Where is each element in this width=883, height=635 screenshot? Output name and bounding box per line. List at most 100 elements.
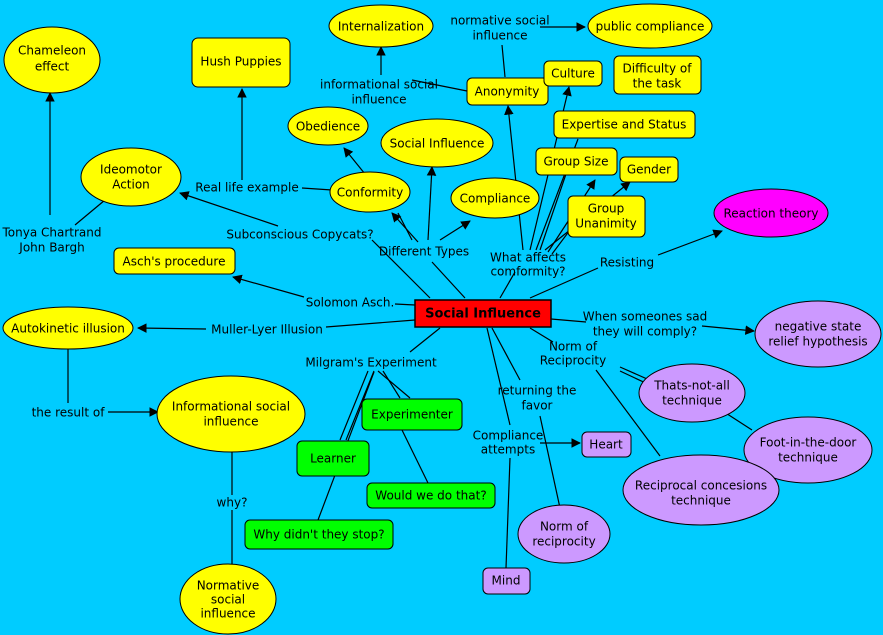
node-difficulty-text-2: the task <box>633 77 682 91</box>
node-internalization[interactable] <box>328 4 434 48</box>
node-thats-not-all[interactable] <box>638 363 746 423</box>
node-ideomotor-text-1: Ideomotor <box>100 163 162 177</box>
node-public-compliance[interactable] <box>587 3 713 49</box>
node-experimenter-text: Experimenter <box>371 408 453 422</box>
node-group-unanimity-text-2: Unanimity <box>575 217 637 231</box>
edge-milgram-experimenter-2 <box>382 370 401 399</box>
node-foot-in-door-text-1: Foot-in-the-door <box>760 436 857 450</box>
node-culture[interactable] <box>543 60 603 87</box>
node-negative-state-relief[interactable] <box>754 300 882 368</box>
node-difficulty-task[interactable] <box>613 55 702 95</box>
edge-center-whataffects <box>499 271 516 299</box>
node-compliance[interactable] <box>450 177 540 219</box>
node-social-influence-small[interactable] <box>380 118 494 168</box>
node-conformity[interactable] <box>329 171 411 213</box>
label-when-someones-1: When someones sad <box>583 310 708 324</box>
node-learner-text: Learner <box>310 452 356 466</box>
edge-whataffects-unanimity-2 <box>551 229 571 255</box>
node-social-influence-center[interactable] <box>414 299 552 328</box>
node-autokinetic-illusion[interactable] <box>2 306 134 350</box>
node-informational-social-influence[interactable] <box>156 375 306 453</box>
label-what-affects-1: What affects <box>490 251 566 265</box>
node-normative-social-influence[interactable] <box>179 563 277 635</box>
node-normative-text-2: social <box>211 593 245 607</box>
node-reciprocal-concessions[interactable] <box>622 454 780 526</box>
node-experimenter[interactable] <box>361 398 463 431</box>
node-normative-text-3: influence <box>200 607 255 621</box>
link-labels: normative social influence informational… <box>2 14 708 510</box>
label-what-affects-2: comformity? <box>490 265 565 279</box>
edge-returning-norm <box>539 415 561 509</box>
edge-whensad-negative <box>701 325 755 335</box>
label-tonya-1: Tonya Chartrand <box>2 226 102 240</box>
node-why-didnt-they-stop[interactable] <box>244 519 394 550</box>
edge-whataffects-anonymity <box>504 105 524 251</box>
edge-conformity-obedience <box>343 147 366 175</box>
node-gender[interactable] <box>619 156 679 183</box>
node-group-size[interactable] <box>535 147 618 176</box>
node-autokinetic-text: Autokinetic illusion <box>11 322 125 336</box>
node-would-we-do-that[interactable] <box>366 482 496 509</box>
edge-normlabel-reciprocal <box>595 369 661 457</box>
label-tonya-2: John Bargh <box>18 241 84 255</box>
label-norm-reciprocity-2: Reciprocity <box>540 354 606 368</box>
edge-center-milgram <box>409 327 441 353</box>
node-group-size-text: Group Size <box>544 155 609 169</box>
node-negative-state-text-2: relief hypothesis <box>768 335 867 349</box>
node-hush-puppies[interactable] <box>191 37 291 88</box>
node-norm-of-reciprocity[interactable] <box>517 504 611 564</box>
label-normative-social-2: influence <box>472 29 527 43</box>
edge-center-muller <box>325 319 416 328</box>
node-ideomotor-action[interactable] <box>80 147 182 207</box>
node-obedience[interactable] <box>287 106 369 146</box>
edge-different-compliance <box>439 220 471 241</box>
edge-center-compliance-attempts <box>486 327 511 426</box>
node-reaction-theory-text: Reaction theory <box>723 207 818 221</box>
label-informational-social-1: informational social <box>320 78 438 92</box>
node-aschs-procedure[interactable] <box>113 247 236 275</box>
edge-anonymity-normative-label <box>501 44 506 78</box>
node-labels: Chameleon effect Hush Puppies Internaliz… <box>11 20 868 621</box>
node-learner[interactable] <box>296 440 370 477</box>
label-milgram: Milgram's Experiment <box>305 356 437 370</box>
label-returning-favor-1: returning the <box>498 384 577 398</box>
node-foot-in-the-door[interactable] <box>743 416 873 484</box>
node-mind-text: Mind <box>492 574 521 588</box>
node-chameleon-effect[interactable] <box>3 26 101 94</box>
node-aschs-procedure-text: Asch's procedure <box>123 255 226 269</box>
label-compliance-attempts-2: attempts <box>481 443 535 457</box>
node-culture-text: Culture <box>551 67 595 81</box>
edge-milgram-learner-2 <box>345 370 375 441</box>
node-reciprocal-text-2: technique <box>671 494 731 508</box>
node-normative-text-1: Normative <box>197 579 260 593</box>
label-different-types: Different Types <box>379 245 469 259</box>
node-conformity-text: Conformity <box>337 186 403 200</box>
node-anonymity[interactable] <box>466 77 549 106</box>
label-returning-favor-2: favor <box>522 399 553 413</box>
node-chameleon-text-2: effect <box>35 60 70 74</box>
label-normative-social-1: normative social <box>450 14 549 28</box>
node-thats-not-all-text-2: technique <box>662 394 722 408</box>
label-compliance-attempts-1: Compliance <box>473 429 544 443</box>
node-norm-reciprocity-text-2: reciprocity <box>532 535 595 549</box>
label-solomon: Solomon Asch. <box>306 296 395 310</box>
node-expertise-status[interactable] <box>553 110 696 139</box>
edge-different-socialinf <box>426 166 437 241</box>
node-heart[interactable] <box>581 431 632 458</box>
node-norm-reciprocity-text-1: Norm of <box>540 520 589 534</box>
node-reciprocal-text-1: Reciprocal concesions <box>635 479 767 493</box>
node-mind[interactable] <box>482 567 531 595</box>
node-negative-state-text-1: negative state <box>775 320 862 334</box>
label-the-result-of: the result of <box>32 406 106 420</box>
edge-center-subconscious <box>371 239 431 299</box>
node-social-influence-small-text: Social Influence <box>390 137 485 151</box>
node-foot-in-door-text-2: technique <box>778 451 838 465</box>
label-resisting: Resisting <box>600 256 654 270</box>
edge-subconscious-ideomotor <box>179 191 279 227</box>
node-group-unanimity-text-1: Group <box>588 202 625 216</box>
edge-solomon-asch <box>232 274 305 298</box>
node-reaction-theory[interactable] <box>713 188 829 238</box>
node-group-unanimity[interactable] <box>567 195 646 238</box>
label-why: why? <box>217 496 248 510</box>
